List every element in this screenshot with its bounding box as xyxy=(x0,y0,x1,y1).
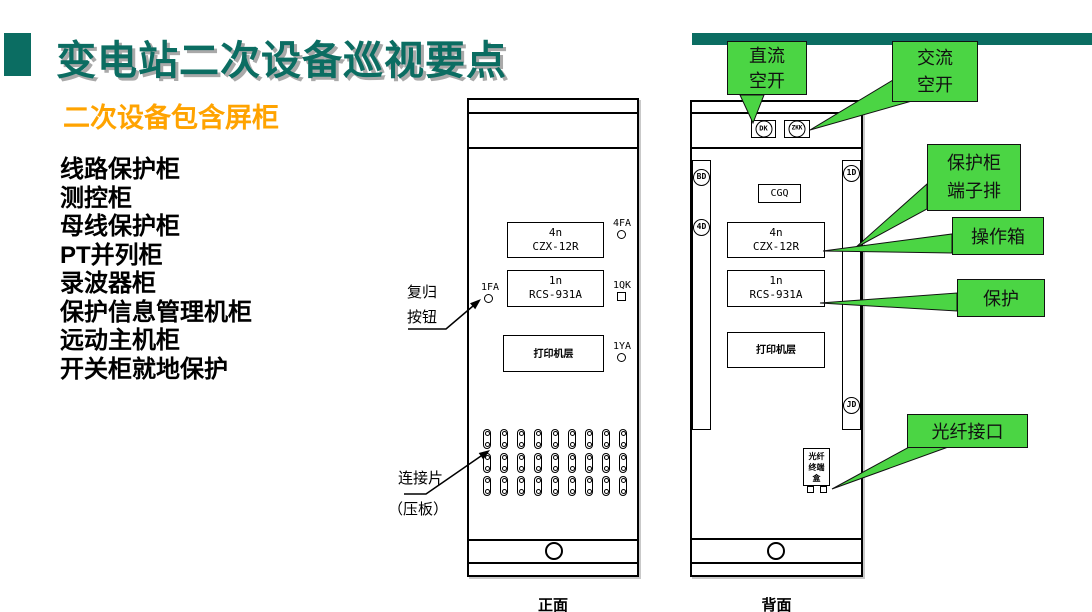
connection-strip-label: 连接片 xyxy=(398,471,444,487)
cgq-box: CGQ xyxy=(758,184,801,203)
pressure-plate xyxy=(568,429,576,449)
module-box-protection-back: 1n RCS-931A xyxy=(727,270,825,307)
front-cabinet-lock xyxy=(545,542,563,560)
module-box-printer-front: 打印机层 xyxy=(503,335,604,372)
list-item: 保护信息管理机柜 xyxy=(60,298,252,326)
back-cabinet-line xyxy=(690,147,863,149)
list-item: 录波器柜 xyxy=(60,270,156,297)
module-box-operation-front: 4n CZX-12R xyxy=(507,222,604,258)
pressure-plate xyxy=(619,476,627,496)
indicator-label-1qk: 1QK xyxy=(612,280,632,291)
pressure-plate xyxy=(483,452,491,473)
front-view-caption: 正面 xyxy=(537,598,568,612)
pressure-plate xyxy=(568,476,576,496)
pressure-plate xyxy=(483,476,491,496)
indicator-switch-1qk xyxy=(617,292,626,301)
ac-breaker-label: ZKK xyxy=(788,120,806,138)
terminal-strip-left xyxy=(692,160,711,430)
callout-fiber-port: 光纤接口 xyxy=(907,414,1028,448)
back-cabinet-line xyxy=(690,112,863,114)
indicator-label-4fa: 4FA xyxy=(612,218,632,229)
fiber-box-foot xyxy=(807,486,814,493)
back-view-caption: 背面 xyxy=(761,598,792,612)
fiber-terminal-box: 光纤 终端 盒 xyxy=(803,448,830,486)
callout-ac-breaker: 交流 空开 xyxy=(892,41,978,102)
reset-button-label: 复归 按钮 xyxy=(407,285,438,326)
pressure-plate xyxy=(534,429,542,449)
pressure-plate xyxy=(602,476,610,496)
module-line: 4n xyxy=(548,226,563,239)
pressure-plate xyxy=(551,452,559,473)
front-cabinet-line xyxy=(467,539,639,541)
pressure-plate xyxy=(619,452,627,473)
pressure-plate xyxy=(585,452,593,473)
terminal-tag-bd: BD xyxy=(693,169,710,186)
pressure-plate xyxy=(517,476,525,496)
pressure-plate xyxy=(534,476,542,496)
back-cabinet-line xyxy=(690,538,863,540)
module-box-operation-back: 4n CZX-12R xyxy=(727,222,825,258)
list-item: 开关柜就地保护 xyxy=(60,355,228,383)
pressure-plate xyxy=(517,452,525,473)
pressure-plate xyxy=(602,452,610,473)
indicator-lamp-4fa xyxy=(617,230,626,239)
pressure-plate xyxy=(585,429,593,449)
indicator-lamp-1ya xyxy=(617,353,626,362)
module-box-printer-back: 打印机层 xyxy=(727,332,825,368)
indicator-lamp-1fa xyxy=(484,294,493,303)
module-box-protection-front: 1n RCS-931A xyxy=(507,270,604,307)
module-line: 1n xyxy=(548,274,563,287)
terminal-tag-1d: 1D xyxy=(843,165,860,182)
pressure-plate xyxy=(500,476,508,496)
list-item: PT并列柜 xyxy=(60,241,163,269)
terminal-tag-jd: JD xyxy=(843,397,860,414)
pressure-plate xyxy=(619,429,627,449)
cabinet-type-list: 线路保护柜 测控柜 母线保护柜 PT并列柜 录波器柜 保护信息管理机柜 远动主机… xyxy=(60,156,252,384)
list-item: 测控柜 xyxy=(60,184,132,212)
pressure-plate xyxy=(500,429,508,449)
list-item: 母线保护柜 xyxy=(60,213,180,240)
dc-breaker: DK xyxy=(751,120,776,138)
ac-breaker: ZKK xyxy=(784,120,810,138)
list-item: 远动主机柜 xyxy=(60,327,180,354)
fiber-box-foot xyxy=(820,486,827,493)
indicator-label-1ya: 1YA xyxy=(612,341,632,352)
title-accent-square xyxy=(4,33,31,76)
terminal-tag-4d: 4D xyxy=(693,219,710,236)
indicator-label-1fa: 1FA xyxy=(480,282,500,293)
connection-strip-sublabel: （压板） xyxy=(388,502,449,518)
pressure-plate xyxy=(500,452,508,473)
callout-dc-breaker: 直流 空开 xyxy=(727,41,807,95)
pressure-plate xyxy=(602,429,610,449)
back-cabinet-line xyxy=(690,562,863,564)
front-cabinet-line xyxy=(467,147,639,149)
back-cabinet-lock xyxy=(767,542,785,560)
callout-operation-box: 操作箱 xyxy=(952,217,1044,255)
list-item: 线路保护柜 xyxy=(60,156,180,183)
module-line: RCS-931A xyxy=(749,288,803,301)
front-cabinet-line xyxy=(467,112,639,114)
pressure-plate xyxy=(483,429,491,449)
dc-breaker-label: DK xyxy=(755,120,772,138)
module-line: CZX-12R xyxy=(532,240,579,253)
module-line: RCS-931A xyxy=(529,288,582,301)
module-line: 4n xyxy=(769,226,783,239)
pressure-plate xyxy=(585,476,593,496)
pressure-plate xyxy=(568,452,576,473)
front-cabinet-line xyxy=(467,562,639,564)
pressure-plate xyxy=(534,452,542,473)
module-line: 1n xyxy=(769,274,783,287)
terminal-strip-right xyxy=(842,160,861,430)
pressure-plate xyxy=(551,429,559,449)
module-line: CZX-12R xyxy=(752,240,800,253)
callout-terminal-strip: 保护柜 端子排 xyxy=(927,144,1021,211)
callout-pointer-terminal xyxy=(854,182,928,249)
pressure-plate xyxy=(517,429,525,449)
subtitle: 二次设备包含屏柜 xyxy=(63,103,279,133)
callout-protection: 保护 xyxy=(957,279,1045,317)
page-title: 变电站二次设备巡视要点 xyxy=(56,39,507,83)
pressure-plate xyxy=(551,476,559,496)
